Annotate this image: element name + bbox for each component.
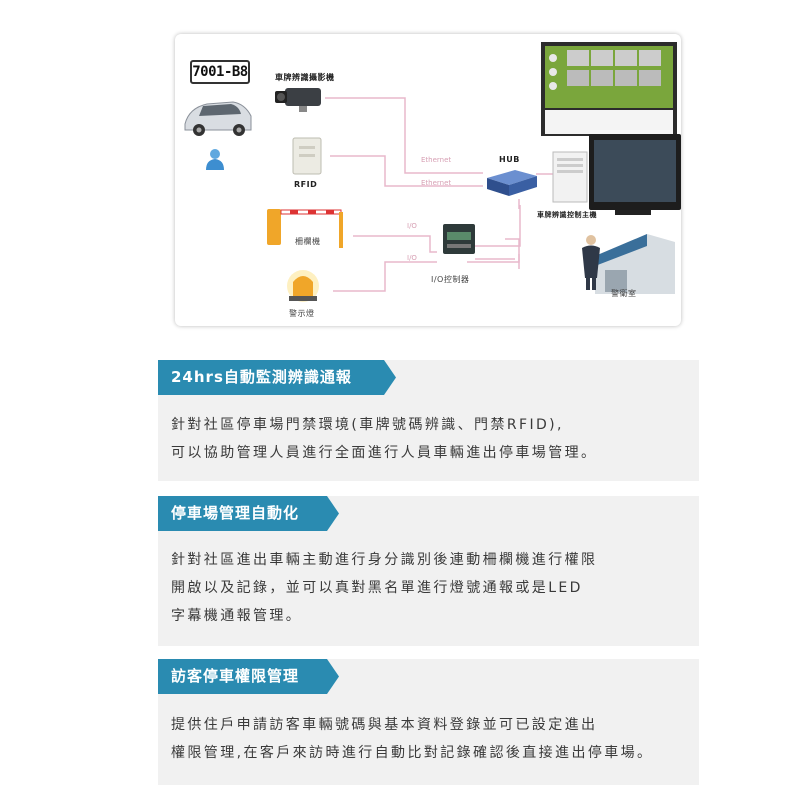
section-line: 開啟以及記錄，並可以真對黑名單進行燈號通報或是LED [171,574,597,602]
section-line: 提供住戶申請訪客車輛號碼與基本資料登錄並可已設定進出 [171,711,653,739]
barrier-to-io-line [353,236,437,252]
io-controller-label: I/O控制器 [431,274,469,285]
system-diagram: 7001-B8 車牌辨識攝影機 RFID 柵欄機 警示燈 Ethernet Et… [175,34,681,326]
rfid-tag-icon [206,149,224,170]
guard-label: 警衛室 [611,288,637,299]
section-line: 字幕機通報管理。 [171,602,597,630]
ethernet-label-2: Ethernet [421,179,451,187]
section-parking-automation: 停車場管理自動化 針對社區進出車輛主動進行身分識別後連動柵欄機進行權限 開啟以及… [158,496,699,646]
car-icon [185,102,251,136]
alarm-label: 警示燈 [289,308,315,319]
section-body: 針對社區進出車輛主動進行身分識別後連動柵欄機進行權限 開啟以及記錄，並可以真對黑… [171,546,597,630]
section-title: 停車場管理自動化 [158,496,339,531]
alarm-light-icon [287,270,319,302]
alarm-to-io-line [333,262,437,291]
server-icon [553,152,587,202]
guard-house-icon [595,234,675,294]
section-visitor-parking: 訪客停車權限管理 提供住戶申請訪客車輛號碼與基本資料登錄並可已設定進出 權限管理… [158,659,699,785]
section-line: 針對社區進出車輛主動進行身分識別後連動柵欄機進行權限 [171,546,597,574]
host-label: 車牌辨識控制主機 [537,210,597,220]
section-body: 提供住戶申請訪客車輛號碼與基本資料登錄並可已設定進出 權限管理,在客戶來訪時進行… [171,711,653,767]
ethernet-label-1: Ethernet [421,156,451,164]
section-line: 可以協助管理人員進行全面進行人員車輛進出停車場管理。 [171,439,597,467]
section-auto-monitoring: 24hrs自動監測辨識通報 針對社區停車場門禁環境(車牌號碼辨識、門禁RFID)… [158,360,699,481]
io-label-2: I/O [407,254,417,262]
hub-label: HUB [499,155,520,164]
monitor-screen-top [541,42,677,136]
hub-icon [487,170,537,196]
rfid-to-hub-line [330,156,483,186]
camera-icon [275,88,321,112]
section-body: 針對社區停車場門禁環境(車牌號碼辨識、門禁RFID), 可以協助管理人員進行全面… [171,411,597,467]
rfid-label: RFID [294,180,317,189]
section-title: 訪客停車權限管理 [158,659,339,694]
rfid-reader-icon [293,138,321,174]
camera-label: 車牌辨識攝影機 [275,72,335,83]
io-label-1: I/O [407,222,417,230]
monitor-icon [589,134,681,215]
io-controller-icon [443,224,475,254]
section-line: 權限管理,在客戶來訪時進行自動比對記錄確認後直接進出停車場。 [171,739,653,767]
camera-to-hub-line [325,98,483,173]
barrier-label: 柵欄機 [295,236,321,247]
section-title: 24hrs自動監測辨識通報 [158,360,396,395]
connection-lines [325,98,553,291]
license-plate: 7001-B8 [190,60,250,84]
section-line: 針對社區停車場門禁環境(車牌號碼辨識、門禁RFID), [171,411,597,439]
